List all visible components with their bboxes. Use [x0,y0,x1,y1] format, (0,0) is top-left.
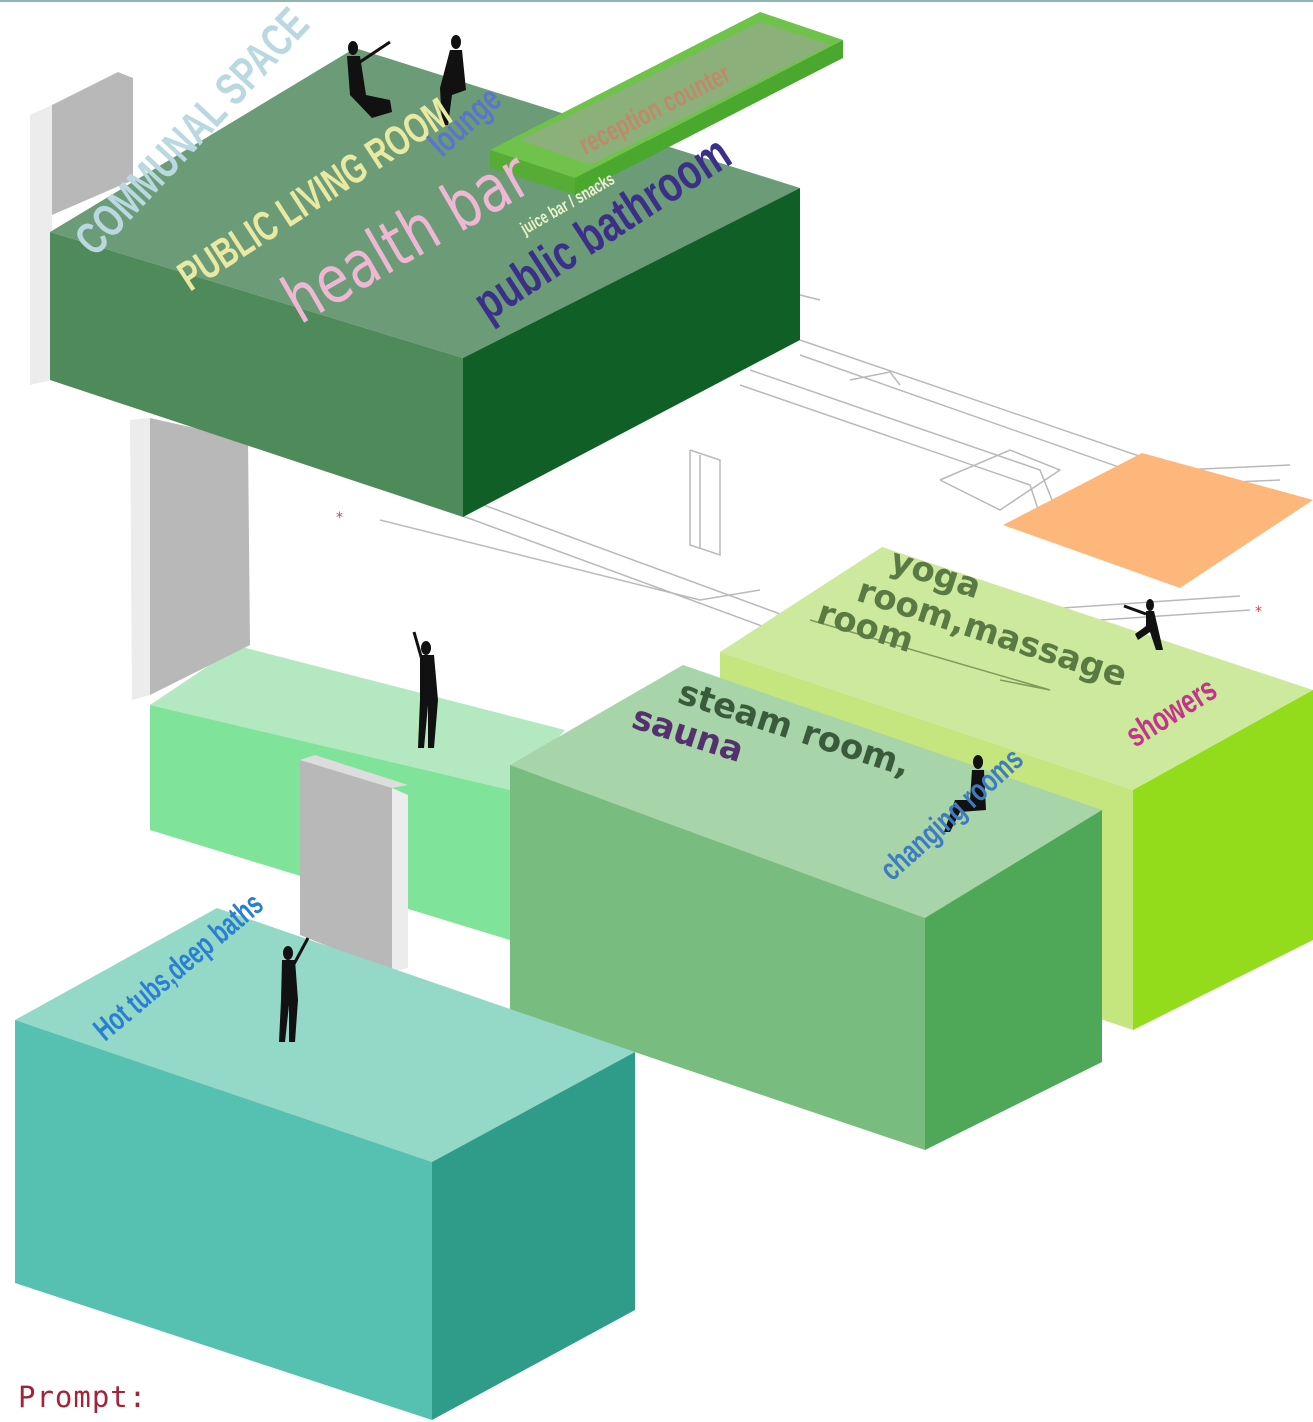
standing-figure-corridor [412,631,438,748]
person-figures [279,35,1163,1042]
steam-block [510,665,1102,1150]
red-marker: * * [336,510,1262,620]
seated-figure-steam [944,755,986,832]
walls [30,72,408,972]
prompt-label: Prompt: [18,1380,148,1414]
hot-tubs-block [15,908,635,1420]
orange-pad [1003,453,1313,588]
running-figure [1123,599,1163,650]
svg-text:*: * [336,510,343,526]
svg-text:*: * [1255,604,1262,620]
seated-figure-2 [440,35,466,125]
seated-figure-1 [347,40,392,118]
bar-counter [490,12,843,195]
standing-figure-hot-tubs [279,937,310,1042]
communal-block [50,48,800,517]
top-border [0,0,1313,2]
